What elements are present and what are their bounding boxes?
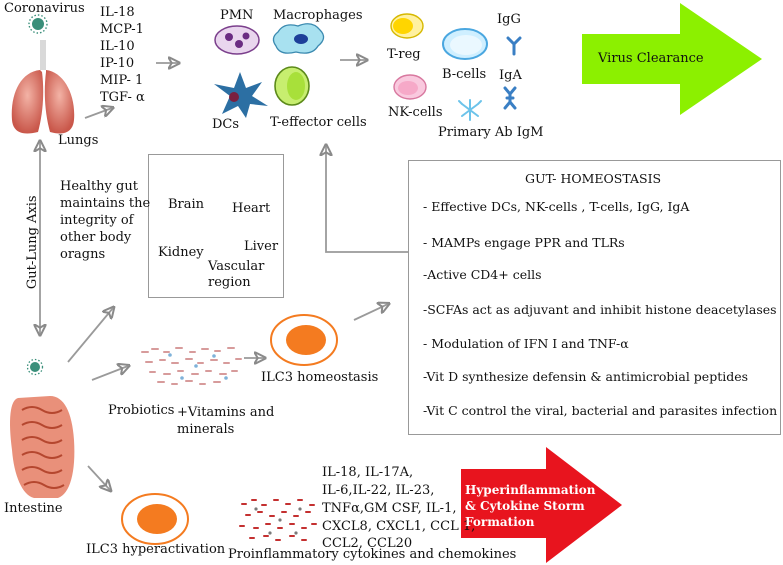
b-cell-icon (442, 28, 488, 60)
macrophage-cell-icon (272, 23, 325, 54)
gut-homeostasis-item: - Effective DCs, NK-cells , T-cells, IgG… (423, 199, 690, 214)
healthy-gut-line: Healthy gut (60, 179, 138, 194)
lung-cytokine: MCP-1 (100, 22, 144, 37)
lung-cytokine: IL-10 (100, 39, 135, 54)
primary-ab-label: Primary Ab IgM (438, 125, 544, 140)
lungs-label: Lungs (58, 133, 99, 148)
proinflammatory-cytokine-line: CCL2, CCL20 (322, 536, 413, 551)
storm-label-line: Hyperinflammation (465, 483, 596, 497)
arrow-ilc3-to-homeostasis (353, 304, 388, 321)
gut-homeostasis-item: -Active CD4+ cells (423, 267, 542, 282)
probiotics-bacteria-icon (141, 347, 242, 385)
healthy-gut-line: other body (60, 230, 132, 245)
coronavirus-icon-small (26, 358, 44, 376)
arrow-homeostasis-to-teffector (326, 146, 408, 253)
lung-cytokine: IL-18 (100, 5, 135, 20)
ilc3-hyperactivation-cell-icon (121, 493, 189, 545)
t-effector-cell-icon (274, 66, 310, 106)
gut-homeostasis-title: GUT- HOMEOSTASIS (525, 171, 662, 186)
macrophages-label: Macrophages (273, 8, 363, 23)
arrow-intestine-to-organs (67, 308, 113, 363)
vitamins-label: minerals (177, 422, 235, 437)
pmn-cell-icon (214, 25, 260, 55)
storm-label-line: Formation (465, 515, 535, 529)
ilc3-homeostasis-cell-icon (270, 314, 338, 366)
iga-label: IgA (499, 68, 522, 83)
proinflammatory-caption: Proinflammatory cytokines and chemokines (228, 547, 517, 562)
brain-label: Brain (168, 197, 205, 212)
arrow-intestine-to-probiotics (91, 366, 128, 381)
flow-arrows (40, 60, 408, 490)
vascular-label: region (208, 275, 251, 290)
igg-label: IgG (497, 12, 521, 27)
cytokine-storm-arrow (461, 447, 622, 563)
coronavirus-label: Coronavirus (4, 1, 85, 16)
b-cells-label: B-cells (442, 67, 487, 82)
vascular-label: Vascular (208, 259, 265, 274)
gut-homeostasis-item: -Vit D synthesize defensin & antimicrobi… (423, 369, 749, 384)
pmn-label: PMN (220, 8, 254, 23)
arrow-lungs-to-cytokines (84, 108, 112, 119)
t-reg-cell-icon (390, 13, 424, 39)
healthy-gut-line: maintains the (60, 196, 151, 211)
t-effector-label: T-effector cells (270, 115, 367, 130)
nk-cell-icon (393, 74, 427, 100)
lung-cytokine: MIP- 1 (100, 73, 144, 88)
storm-label-line: & Cytokine Storm (465, 499, 585, 513)
ilc3-homeostasis-label: ILC3 homeostasis (261, 370, 379, 385)
gut-homeostasis-item: -SCFAs act as adjuvant and inhibit histo… (423, 302, 777, 317)
iga-antibody-icon (503, 86, 517, 110)
proinflammatory-cytokine-line: CXCL8, CXCL1, CCL 1, (322, 519, 476, 534)
proinflammatory-cytokine-line: IL-18, IL-17A, (322, 465, 414, 480)
proinflammatory-particles-icon (239, 499, 317, 541)
igm-antibody-icon (458, 99, 482, 121)
igg-antibody-icon (506, 36, 522, 56)
t-reg-label: T-reg (387, 47, 421, 62)
gut-homeostasis-item: -Vit C control the viral, bacterial and … (423, 403, 778, 418)
kidney-label: Kidney (158, 245, 204, 260)
gut-lung-axis-label: Gut-Lung Axis (24, 195, 40, 290)
dcs-label: DCs (212, 117, 240, 132)
lung-cytokine: IP-10 (100, 56, 135, 71)
gut-homeostasis-item: - MAMPs engage PPR and TLRs (423, 235, 625, 250)
virus-clearance-arrow (582, 3, 762, 115)
vitamins-label: +Vitamins and (177, 405, 275, 420)
healthy-gut-line: integrity of (60, 213, 134, 228)
heart-label: Heart (232, 201, 271, 216)
coronavirus-icon (28, 14, 48, 34)
lungs-illustration (11, 40, 75, 134)
lung-cytokine: TGF- α (100, 90, 145, 105)
healthy-gut-line: oragns (60, 247, 106, 262)
dc-cell-icon (214, 72, 268, 118)
liver-label: Liver (244, 239, 279, 254)
gut-homeostasis-box: GUT- HOMEOSTASIS - Effective DCs, NK-cel… (408, 160, 781, 435)
proinflammatory-cytokine-line: TNFα,GM CSF, IL-1, (322, 501, 457, 516)
organs-box (148, 154, 284, 298)
intestine-label: Intestine (4, 501, 63, 516)
gut-homeostasis-item: - Modulation of IFN I and TNF-α (423, 336, 629, 351)
proinflammatory-cytokine-line: IL-6,IL-22, IL-23, (322, 483, 435, 498)
arrow-intestine-to-hyperactivation (87, 465, 110, 490)
probiotics-label: Probiotics (108, 403, 175, 418)
ilc3-hyperactivation-label: ILC3 hyperactivation (86, 542, 226, 557)
intestine-illustration (10, 396, 75, 498)
nk-cells-label: NK-cells (388, 105, 443, 120)
virus-clearance-label: Virus Clearance (598, 51, 704, 66)
